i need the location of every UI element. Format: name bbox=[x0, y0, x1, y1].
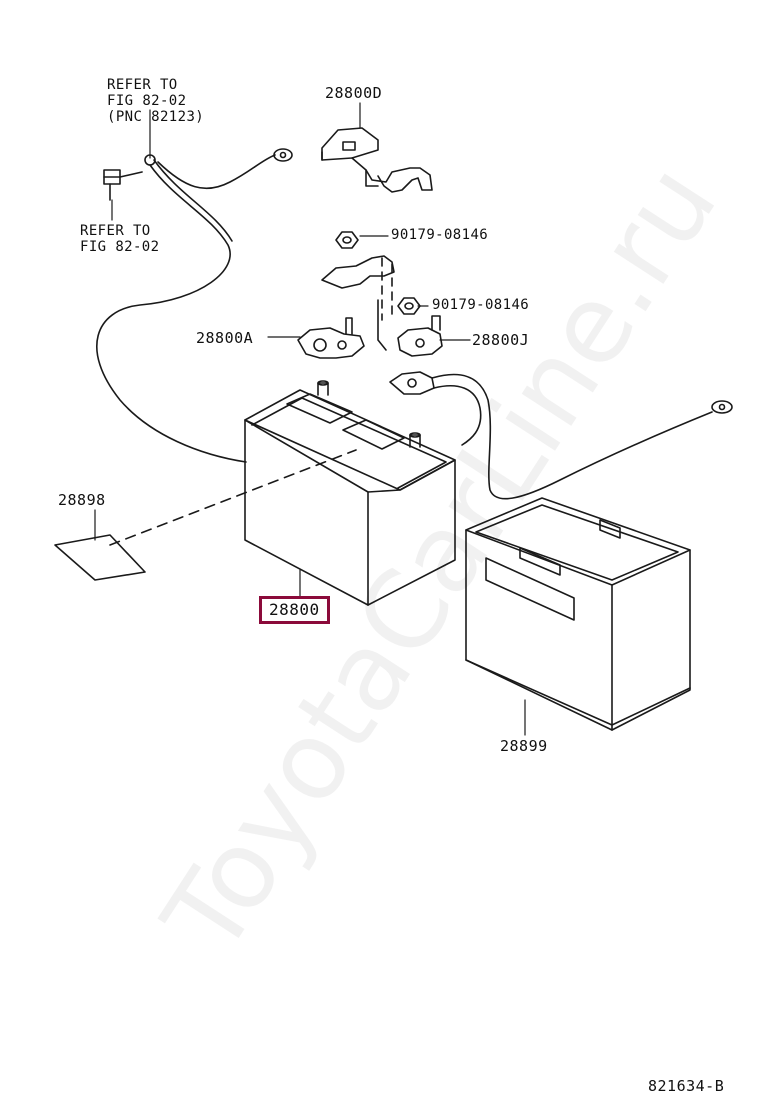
positive-cable bbox=[389, 371, 733, 500]
terminal-cover-28800D bbox=[321, 127, 433, 193]
part-number-28800J: 28800J bbox=[472, 331, 530, 349]
leader-lines bbox=[94, 102, 526, 736]
nut-90179-b bbox=[397, 297, 421, 315]
refer-to-label-bolt-line1: REFER TO bbox=[80, 223, 151, 239]
clamp-28800A bbox=[297, 317, 365, 359]
clamp-28800J bbox=[397, 315, 443, 357]
refer-to-label-bolt-line2: FIG 82-02 bbox=[80, 239, 160, 255]
part-number-90179-b: 90179-08146 bbox=[432, 297, 530, 313]
nut-90179-a bbox=[335, 231, 359, 249]
part-number-90179-a: 90179-08146 bbox=[391, 227, 489, 243]
bolt-part bbox=[103, 169, 143, 201]
part-number-28899: 28899 bbox=[500, 737, 548, 755]
negative-cable bbox=[96, 148, 293, 463]
terminal-strap bbox=[321, 255, 395, 351]
part-number-28800-highlighted[interactable]: 28800 bbox=[259, 596, 330, 624]
part-number-28800A: 28800A bbox=[196, 329, 254, 347]
label-sticker-28898 bbox=[54, 534, 146, 581]
battery-tray-28899 bbox=[465, 497, 691, 731]
refer-to-label-top-line3: (PNC 82123) bbox=[107, 109, 205, 125]
part-number-28800D: 28800D bbox=[325, 84, 383, 102]
battery-28800 bbox=[109, 380, 456, 606]
refer-to-label-top-line1: REFER TO bbox=[107, 77, 178, 93]
refer-to-label-top-line2: FIG 82-02 bbox=[107, 93, 187, 109]
figure-code: 821634-B bbox=[648, 1077, 725, 1095]
part-number-28898: 28898 bbox=[58, 491, 106, 509]
